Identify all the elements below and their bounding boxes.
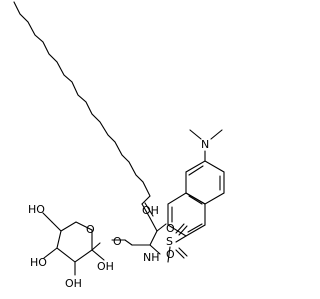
label-oh-allylic: OH: [142, 204, 159, 217]
label-o-sulfonyl-top: O: [166, 222, 175, 235]
molecule-drawing: OH NH S O O N O O HO HO OH OH: [13, 1, 225, 290]
label-ho-c4: HO: [30, 256, 47, 269]
alkene-bond: [141, 202, 158, 232]
label-o-ring: O: [86, 223, 95, 236]
label-o-sulfonyl-bottom: O: [166, 248, 175, 261]
glucose-ring: [42, 212, 105, 276]
label-oh-c3: OH: [65, 277, 82, 290]
alkyl-chain: [13, 1, 151, 205]
label-n-dimethyl: N: [201, 138, 209, 151]
label-s: S: [166, 235, 173, 248]
dimethylamino-group: [189, 129, 223, 162]
glycosidic-link: [91, 239, 126, 251]
sphingoid-backbone: [124, 223, 167, 255]
label-nh: NH: [143, 251, 160, 264]
label-oh-c2: OH: [97, 260, 114, 273]
naphthalene-ring: [167, 160, 225, 237]
label-o-glycosidic: O: [113, 235, 122, 248]
label-ho-c6: HO: [28, 203, 45, 216]
structure-diagram: OH NH S O O N O O HO HO OH OH: [13, 1, 225, 290]
sulfonamide: [167, 223, 188, 263]
